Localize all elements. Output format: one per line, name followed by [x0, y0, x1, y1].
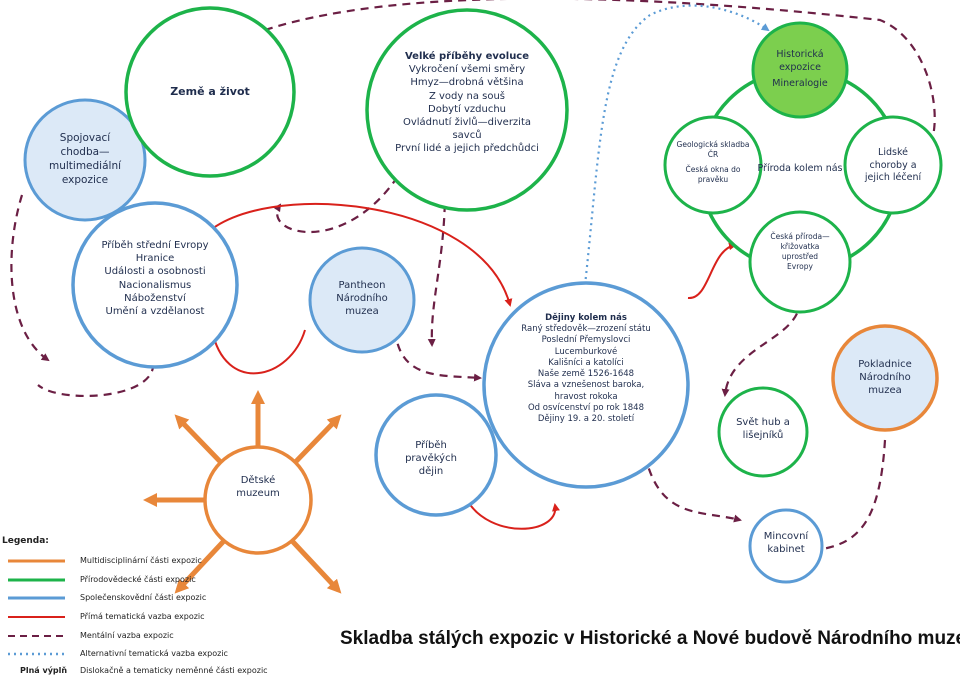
node-mincovni-title: Mincovní kabinet: [763, 531, 809, 556]
node-pribeh-line-3: Nacionalismus: [118, 279, 192, 291]
circle-ceska: [748, 210, 852, 314]
circle-svet: [717, 386, 809, 478]
circle-zeme: [124, 6, 296, 178]
link-pribeh-dejiny: [204, 203, 513, 307]
node-priroda: Příroda kolem nás: [752, 163, 848, 176]
legend-item-multi: Multidisciplinární části expozic: [80, 556, 202, 565]
legend-item-natural: Přírodovědecké části expozic: [80, 575, 196, 584]
circle-detske: [203, 445, 313, 555]
node-ceska: Česká příroda— křižovatka uprostřed Evro…: [768, 232, 832, 272]
node-mincovni: Mincovní kabinet: [753, 530, 819, 556]
circle-pantheon: [308, 246, 416, 354]
node-velke: Velké příběhy evoluce Vykročení všemi sm…: [392, 50, 542, 156]
node-pravekych: Příběh pravěkých dějin: [396, 439, 466, 479]
legend-title: Legenda:: [2, 536, 49, 546]
link-velke-pravekych-2: [427, 189, 447, 347]
circle-spojovaci: [23, 98, 147, 222]
circle-velke: [365, 8, 569, 212]
link-pantheon-dejiny: [393, 329, 482, 382]
legend-item-mental: Mentální vazba expozic: [80, 631, 174, 640]
node-dejiny-line-3: Lucemburkové: [554, 346, 618, 357]
legend-lines: [8, 559, 65, 656]
thematic-links: [204, 203, 737, 530]
node-pribeh-line-2: Události a osobnosti: [104, 266, 206, 278]
node-velke-line-1: Vykročení všemi směry: [408, 64, 526, 76]
node-geologicka-line-1: Geologická skladba ČR: [676, 140, 750, 159]
node-velke-line-2: Hmyz—drobná většina: [410, 77, 524, 89]
node-dejiny-line-8: Dějiny 19. a 20. století: [537, 413, 635, 424]
alternative-links: [583, 4, 770, 286]
node-spojovaci-title: Spojovací chodba— multimediální expozice: [48, 132, 122, 186]
node-pribeh-line-4: Náboženství: [124, 292, 186, 304]
node-historicka-subtitle: Mineralogie: [772, 78, 828, 90]
node-pokladnice: Pokladnice Národního muzea: [845, 358, 925, 398]
circle-pribeh: [71, 201, 239, 369]
link-ceska-svet: [721, 299, 802, 397]
node-velke-line-4: Dobytí vzduchu: [428, 103, 506, 115]
node-dejiny-title: Dějiny kolem nás: [545, 313, 627, 323]
circle-historicka: [751, 21, 849, 119]
circle-geologicka: [663, 115, 763, 215]
page-title: Skladba stálých expozic v Historické a N…: [340, 628, 960, 649]
node-pravekych-title: Příběh pravěkých dějin: [405, 440, 457, 478]
circle-mincovni: [748, 508, 824, 584]
link-dejiny-priroda: [687, 242, 737, 300]
node-historicka: Historická expozice Mineralogie: [763, 49, 837, 91]
node-zeme-title: Země a život: [170, 85, 250, 98]
link-dejiny-mincovni: [643, 454, 742, 523]
node-velke-title: Velké příběhy evoluce: [404, 51, 530, 62]
link-pravekych-dejiny: [466, 499, 560, 530]
node-zeme: Země a život: [150, 85, 270, 100]
node-pribeh-line-5: Umění a vzdělanost: [105, 305, 205, 317]
node-spojovaci: Spojovací chodba— multimediální expozice: [40, 132, 130, 187]
node-dejiny-line-2: Poslední Přemyslovci: [541, 335, 631, 346]
legend-filled-label: Plná výplň: [20, 666, 68, 675]
link-dejiny-historicka: [583, 4, 770, 286]
node-velke-line-6: První lidé a jejich předchůdci: [395, 143, 539, 155]
node-velke-line-5: Ovládnutí živlů—diverzita savců: [402, 116, 532, 142]
link-velke-pravekych: [273, 164, 406, 233]
legend-item-thematic: Přímá tematická vazba expozic: [80, 612, 205, 621]
node-ceska-title: Česká příroda— křižovatka uprostřed Evro…: [770, 232, 830, 271]
node-pribeh-title: Příběh střední Evropy: [101, 240, 209, 251]
circle-pokladnice: [831, 324, 939, 432]
node-svet-title: Svět hub a lišejníků: [736, 417, 790, 442]
legend-item-social: Společenskovědní části expozic: [80, 593, 207, 602]
node-pantheon-title: Pantheon Národního muzea: [336, 280, 388, 318]
node-pribeh-line-1: Hranice: [135, 253, 175, 265]
legend-item-alternative: Alternativní tematická vazba expozic: [80, 649, 228, 658]
node-dejiny-line-7: Od osvícenství po rok 1848: [527, 402, 645, 413]
node-pribeh: Příběh střední Evropy Hranice Události a…: [88, 239, 222, 318]
node-geologicka-line-2: Česká okna do pravěku: [685, 164, 741, 184]
node-priroda-title: Příroda kolem nás: [757, 163, 843, 174]
circle-pravekych: [374, 393, 498, 517]
node-detske: Dětské muzeum: [226, 474, 290, 500]
node-dejiny-line-4: Kališníci a katolíci: [548, 357, 624, 368]
node-dejiny-line-1: Raný středověk—zrození státu: [521, 324, 651, 335]
circle-dejiny: [482, 281, 690, 489]
node-dejiny: Dějiny kolem nás Raný středověk—zrození …: [506, 313, 666, 425]
link-pokladnice-mincovni: [813, 439, 887, 554]
circle-lidske: [843, 115, 943, 215]
node-dejiny-line-5: Naše země 1526-1648: [537, 369, 635, 380]
node-dejiny-line-6: Sláva a vznešenost baroka, hravost rokok…: [527, 380, 645, 402]
link-pribeh-pantheon: [211, 329, 306, 375]
node-geologicka: Geologická skladba ČR Česká okna do prav…: [676, 140, 750, 185]
node-pantheon: Pantheon Národního muzea: [322, 279, 402, 319]
node-pokladnice-title: Pokladnice Národního muzea: [858, 359, 912, 397]
link-spojovaci-pribeh: [10, 194, 50, 362]
legend-item-dislocation: Dislokačně a tematicky neměnné části exp…: [80, 666, 268, 675]
node-velke-line-3: Z vody na souš: [428, 90, 506, 102]
node-lidske-title: Lidské choroby a jejich léčení: [864, 147, 922, 184]
node-svet: Svět hub a lišejníků: [728, 416, 798, 442]
node-historicka-title: Historická expozice: [776, 49, 824, 73]
node-lidske: Lidské choroby a jejich léčení: [858, 147, 928, 185]
node-detske-title: Dětské muzeum: [236, 475, 280, 500]
